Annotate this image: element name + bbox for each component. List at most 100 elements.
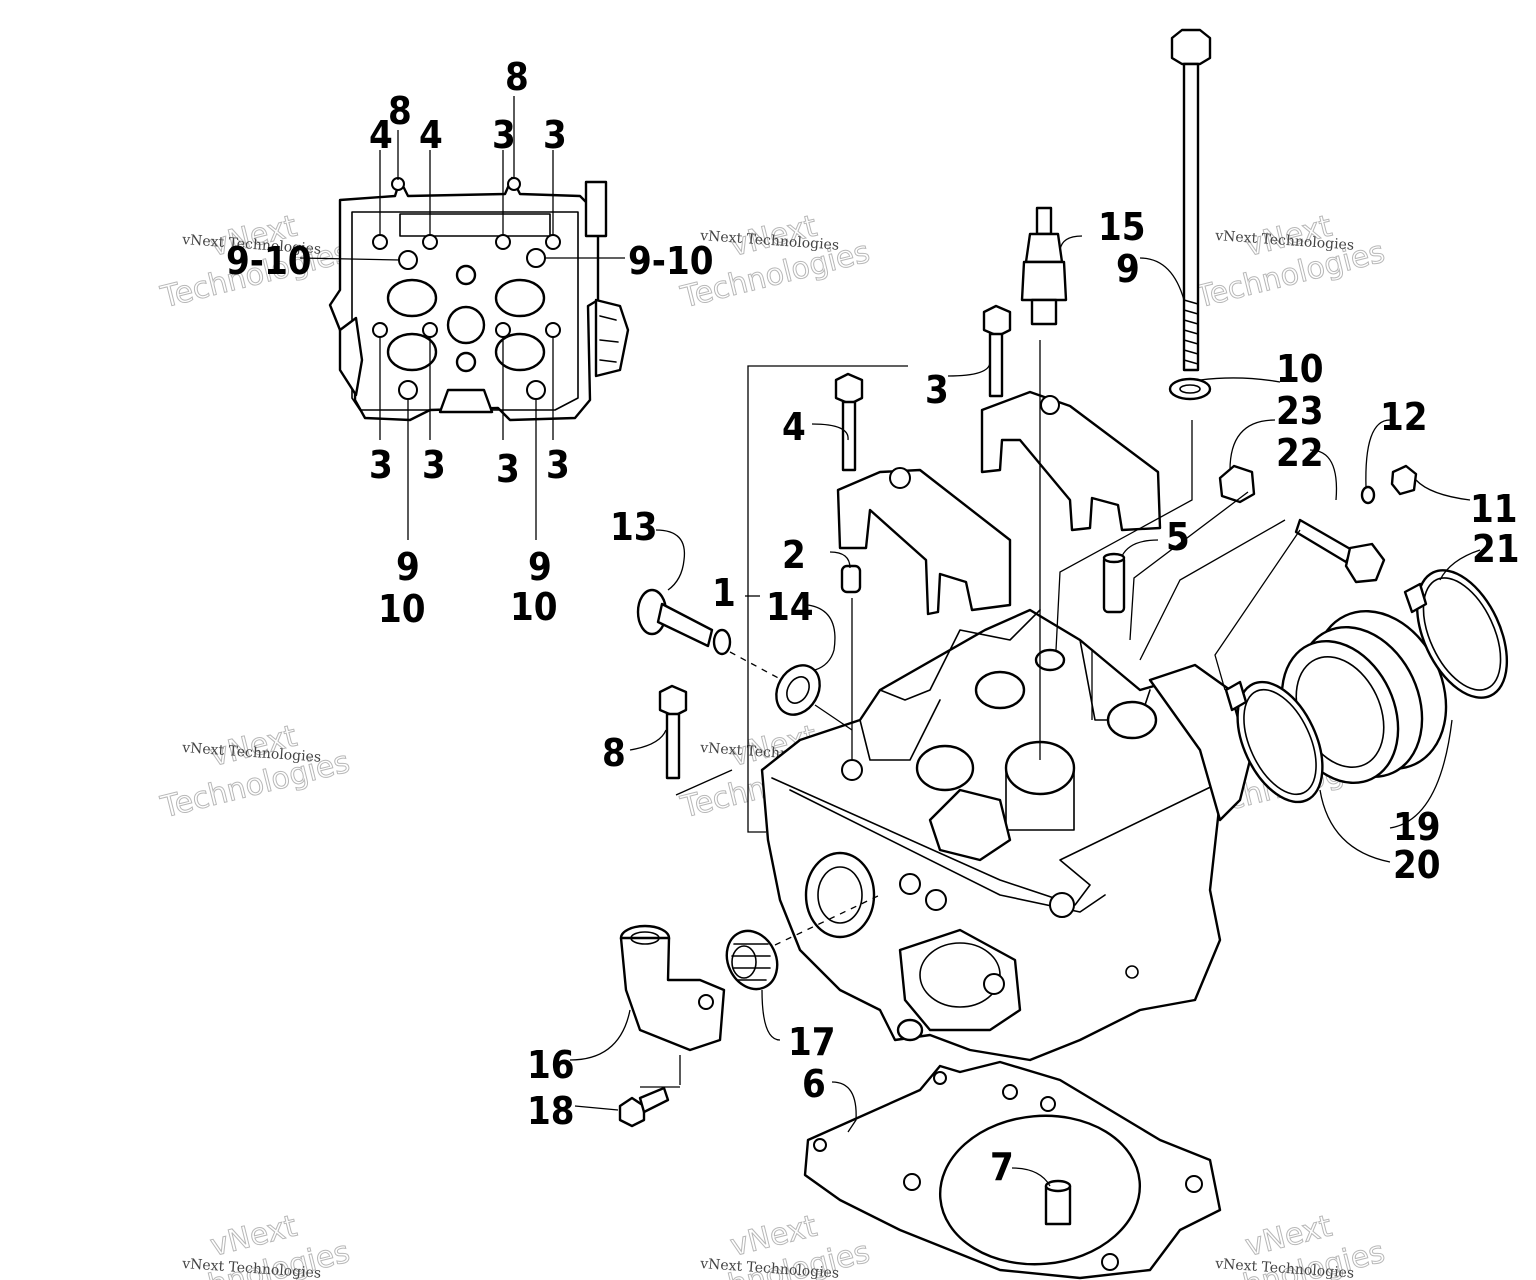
bolt-head [658,684,688,718]
bracket-1 [747,365,908,833]
hose-clamp-inner [1243,688,1317,796]
callout-label: 9 [396,545,420,589]
water-outlet-bore [630,931,660,945]
water-outlet-bolt-hole [698,994,714,1010]
spark-plug-hex [1020,260,1068,302]
cam-cap-rear [980,390,1162,532]
callout-label: 2 [782,533,806,577]
spark-plug-terminal [1035,206,1053,236]
hose-clamp-band [1415,569,1509,699]
spark-plug-tower-wall [1005,767,1075,831]
bolt-hole [372,234,388,250]
thermostat-port-inner [817,866,863,924]
thermostat [725,929,779,991]
callout-label: 9 [1116,247,1140,291]
bolt-shank [841,400,857,472]
water-outlet [619,924,726,1052]
clamp-bolt-head [1344,542,1386,584]
callout-label: 16 [527,1043,575,1087]
head-top-cam-chain-cover [438,388,494,414]
callout-label: 19 [1393,805,1441,849]
dowel-top [1044,1179,1072,1193]
gasket-hole [1185,1175,1203,1193]
head-top-small-bore [455,351,477,373]
cam-journal-edge [879,609,1041,701]
bolt-head [1170,28,1212,66]
callout-label: 3 [546,443,570,487]
callout-label: 5 [1166,515,1190,559]
callout-label: 3 [369,443,393,487]
callout-label: 12 [1380,395,1428,439]
water-outlet-body [619,936,726,1052]
gasket-hole [903,1173,921,1191]
head-top-view-inset [328,176,630,422]
bolt-shank [665,712,681,780]
head-top-intake-stub [594,298,630,378]
spark-plug-bore [446,305,486,345]
spark-plug [1020,206,1068,326]
thermostat-flange [725,929,779,991]
bolt-thread [1183,299,1199,365]
valve-port [494,278,546,318]
callout-label: 15 [1098,205,1146,249]
bolt-hole [422,234,438,250]
dowel-pin [840,564,862,594]
gasket-hole [813,1138,827,1152]
head-bolt-hole [899,873,921,895]
head-top-rail [399,213,551,237]
callout-label: 21 [1472,527,1520,571]
dowel-body [1044,1184,1072,1226]
hose-clamp-latch [1403,582,1428,614]
gasket-hole [933,1071,947,1085]
bolt-hole [526,380,546,400]
callout-label: 18 [527,1089,575,1133]
callout-label: 22 [1276,431,1324,475]
clamp-bolt [1294,518,1386,584]
head-gasket [803,1060,1222,1280]
dowel-pin-7 [1044,1179,1072,1226]
exhaust-port [898,928,1022,1032]
callout-label: 10 [378,587,426,631]
gasket-hole [1040,1096,1056,1112]
head-top-stub-ribs [599,315,619,363]
callout-label: 3 [422,443,446,487]
head-top-gasket-groove [351,211,579,411]
bolt-hole [545,322,561,338]
callout-label: 11 [1470,487,1518,531]
bolt-hole [495,322,511,338]
bolt-head [834,372,864,406]
exploded-view [618,28,1509,1280]
callout-label: 20 [1393,843,1441,887]
valve-port [386,278,438,318]
hose-clamp [1224,680,1324,804]
thermostat-spring [731,943,771,981]
callout-label: 3 [492,113,516,157]
valve-lifter [1102,552,1126,614]
bolt-shank [988,332,1004,398]
valve-port [494,332,546,372]
head-bolt-mark [1125,965,1139,979]
callout-label: 3 [925,368,949,412]
head-nipple [896,1018,924,1042]
oil-seal-inner [786,676,810,704]
relief-valve-tip [712,628,732,656]
bolt-hole [398,250,418,270]
callout-label: 9-10 [628,239,714,283]
valve-pocket [974,670,1026,710]
callout-label: 6 [802,1062,826,1106]
bolt-hole [526,248,546,268]
exhaust-stud-hole [983,973,1005,995]
bolt-4 [834,372,864,472]
callout-label: 9-10 [226,239,312,283]
cam-cap-bolt-hole [889,467,911,489]
leader-22 [1139,519,1286,661]
valve-pocket [1034,648,1066,672]
spark-plug-thread [1030,298,1058,326]
head-gasket-bore [938,1114,1142,1266]
bolt-8 [658,684,688,780]
head-bolt-axis [1055,420,1193,651]
callout-label: 4 [419,113,443,157]
thermostat-port [804,851,876,939]
cylinder-head [760,608,1252,1062]
